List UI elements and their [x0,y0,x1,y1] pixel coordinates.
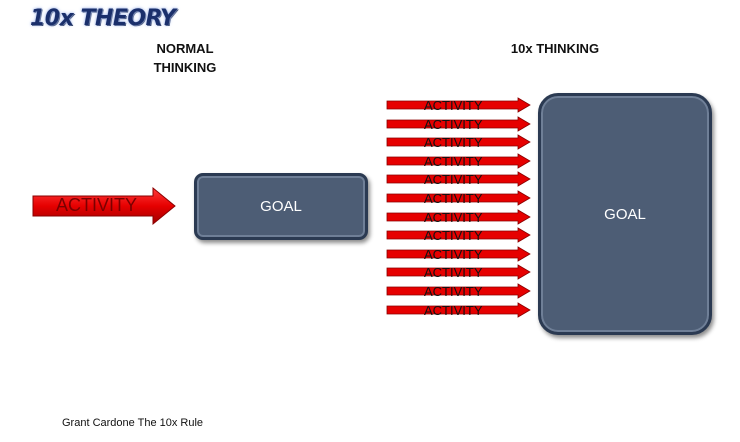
credit-text: Grant Cardone The 10x Rule [62,417,204,429]
activity-arrow-10x [386,246,531,262]
activity-arrow-10x [386,134,531,150]
activity-label-10x: ACTIVITY [424,228,483,243]
activity-label-10x: ACTIVITY [424,172,483,187]
activity-label-10x: ACTIVITY [424,247,483,262]
activity-arrow-10x [386,116,531,132]
activity-arrow-10x [386,264,531,280]
activity-label-10x: ACTIVITY [424,98,483,113]
activity-arrow-10x [386,209,531,225]
activity-arrow-10x [386,97,531,113]
activity-label-10x: ACTIVITY [424,117,483,132]
activity-arrow-10x [386,171,531,187]
activity-label-10x: ACTIVITY [424,135,483,150]
activity-label-10x: ACTIVITY [424,210,483,225]
activity-arrow-10x [386,227,531,243]
heading-normal-line: THINKING [153,60,217,75]
heading-normal-thinking: NORMAL THINKING [130,39,240,77]
activity-arrow-10x [386,283,531,299]
activity-label-10x: ACTIVITY [424,191,483,206]
activity-arrow-10x [386,190,531,206]
activity-label-10x: ACTIVITY [424,303,483,318]
goal-label-10x: GOAL [604,205,646,223]
activity-label-normal: ACTIVITY [56,195,138,215]
heading-normal-line: NORMAL [156,41,214,56]
activity-arrow-10x [386,302,531,318]
activity-arrow-10x [386,153,531,169]
heading-10x-thinking: 10x THINKING [510,41,600,56]
activity-arrow-normal [32,186,176,226]
activity-label-10x: ACTIVITY [424,265,483,280]
activity-label-10x: ACTIVITY [424,284,483,299]
goal-box-normal: GOAL [194,173,368,240]
activity-label-10x: ACTIVITY [424,154,483,169]
goal-box-10x: GOAL [538,93,712,335]
goal-label-normal: GOAL [260,198,302,215]
logo-text: 10x THEORY [30,6,176,31]
